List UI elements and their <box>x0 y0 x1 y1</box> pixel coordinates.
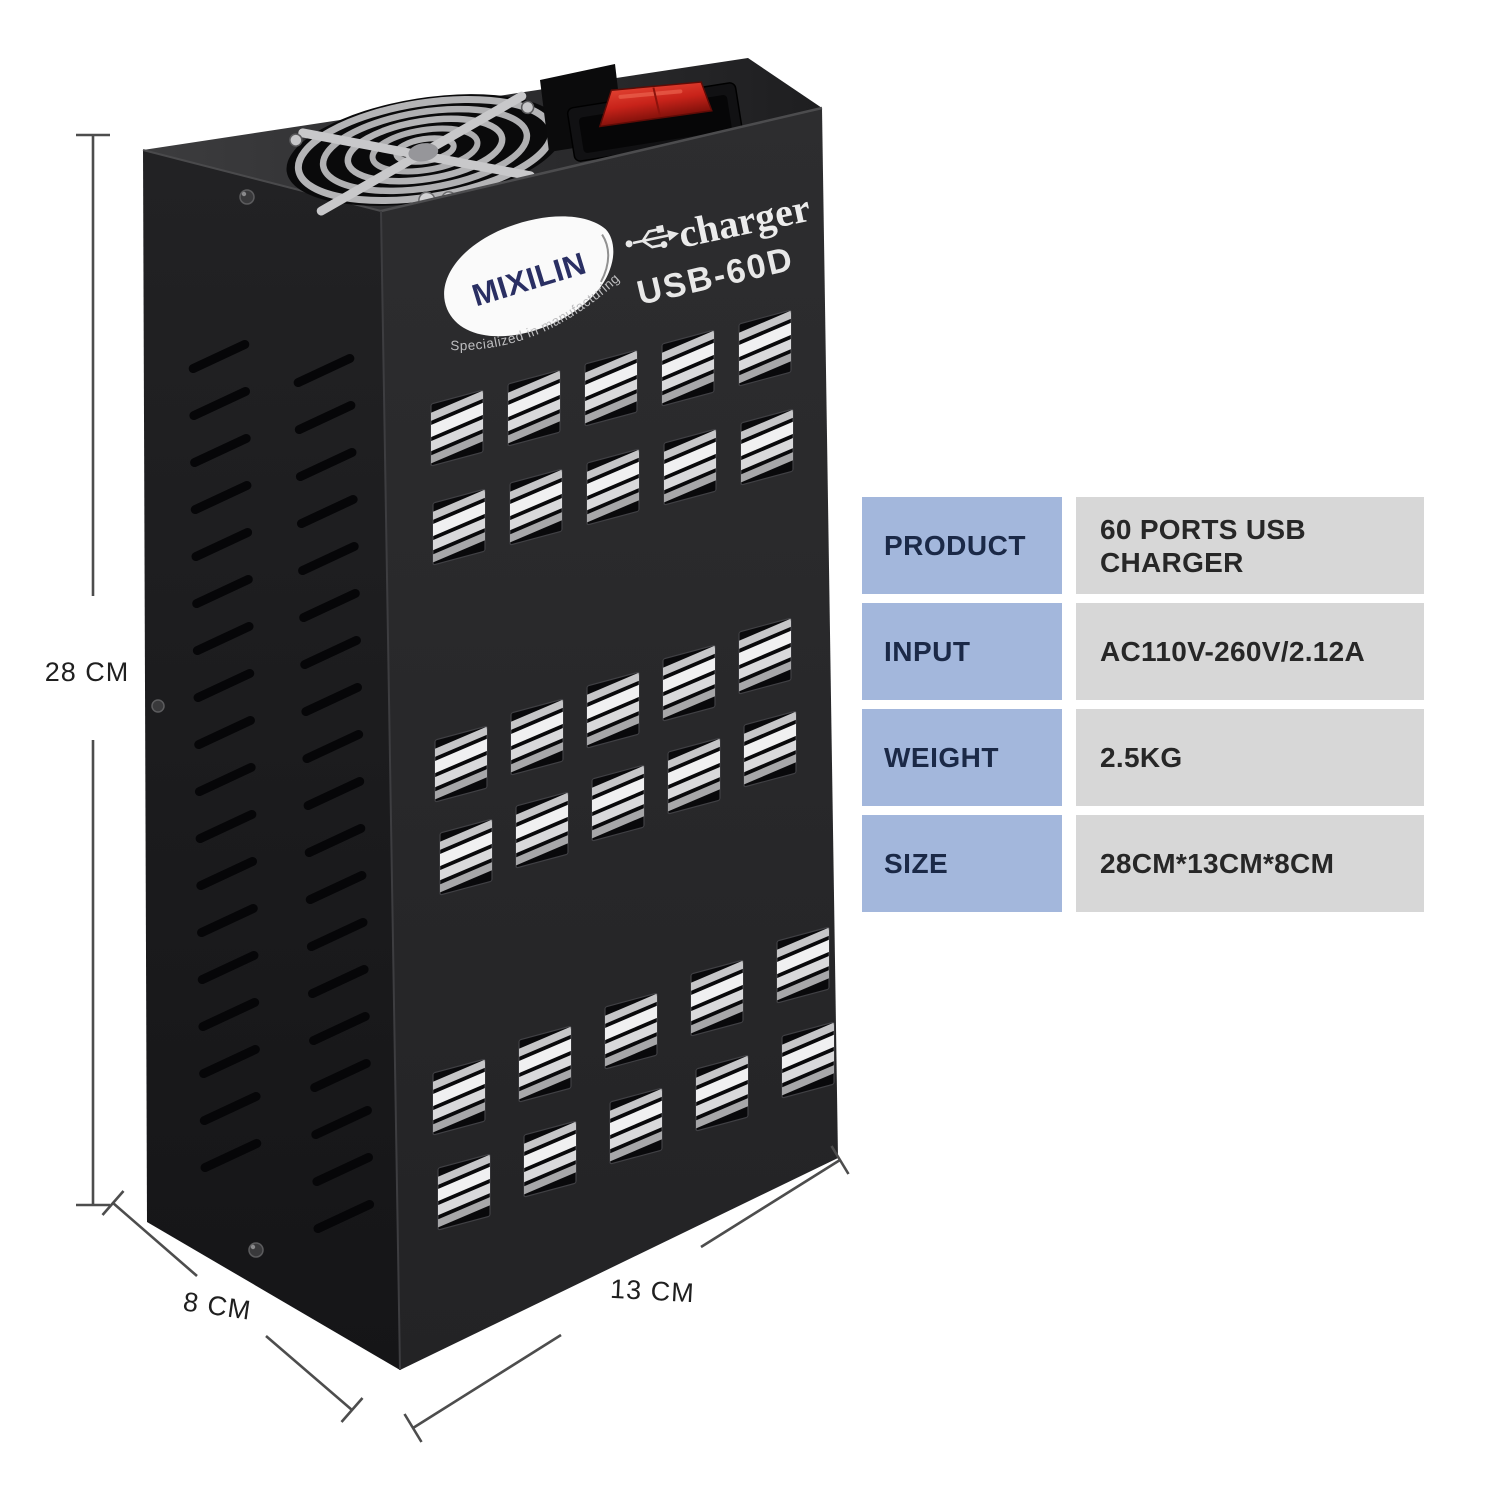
spec-row-product: PRODUCT 60 PORTS USB CHARGER <box>862 497 1424 594</box>
vent-slit <box>193 668 255 703</box>
spec-label-input: INPUT <box>862 603 1062 700</box>
spec-row-size: SIZE 28CM*13CM*8CM <box>862 815 1424 912</box>
power-switch <box>540 64 744 162</box>
vent-slit <box>199 1091 261 1126</box>
vent-slit <box>293 353 355 388</box>
usb-port-block <box>740 408 794 486</box>
usb-port-block <box>609 1087 663 1165</box>
spec-value-weight: 2.5KG <box>1076 709 1424 806</box>
vent-slit <box>303 776 365 811</box>
usb-port-block <box>662 644 716 722</box>
vent-slit <box>295 447 357 482</box>
width-dimension-label: 13 CM <box>609 1274 695 1308</box>
vent-slit <box>188 339 250 374</box>
usb-port-block <box>690 959 744 1037</box>
usb-port-block <box>509 468 563 546</box>
usb-port-block <box>591 764 645 842</box>
vent-slit <box>189 386 251 421</box>
vent-slit <box>312 1152 374 1187</box>
vent-slit <box>311 1105 372 1140</box>
spec-value-product: 60 PORTS USB CHARGER <box>1076 497 1424 594</box>
usb-port-block <box>434 725 488 803</box>
usb-port-block <box>510 698 564 776</box>
usb-port-block <box>507 369 561 447</box>
usb-port-block <box>695 1054 749 1132</box>
vent-slit <box>302 729 364 764</box>
power-switch-rocker <box>598 81 713 128</box>
usb-port-block <box>661 329 715 407</box>
vent-slit <box>197 950 259 985</box>
vent-slit <box>200 1138 262 1173</box>
usb-port-block <box>776 926 830 1004</box>
spec-table: PRODUCT 60 PORTS USB CHARGER INPUT AC110… <box>862 497 1424 921</box>
vent-slit <box>305 870 367 905</box>
usb-port-block <box>738 309 792 387</box>
spec-label-weight: WEIGHT <box>862 709 1062 806</box>
usb-trident-icon <box>625 224 679 249</box>
vent-slit <box>194 762 256 797</box>
vent-slit <box>194 715 255 750</box>
spec-value-input: AC110V-260V/2.12A <box>1076 603 1424 700</box>
spec-label-product: PRODUCT <box>862 497 1062 594</box>
vent-slit <box>199 1044 260 1079</box>
usb-port-block <box>663 428 717 506</box>
dimension-lines <box>76 133 850 1443</box>
vent-slit <box>301 682 363 717</box>
vent-slit <box>192 574 253 609</box>
usb-port-block <box>584 349 638 427</box>
vent-slit <box>192 621 254 656</box>
spec-row-weight: WEIGHT 2.5KG <box>862 709 1424 806</box>
vent-slit <box>299 588 360 623</box>
usb-port-block <box>432 1058 486 1136</box>
height-dimension-label: 28 CM <box>45 657 130 687</box>
vent-slit <box>306 917 368 952</box>
vent-slit <box>296 494 358 529</box>
vent-slit <box>196 856 258 891</box>
vent-slit <box>195 809 257 844</box>
vent-slit <box>294 400 356 435</box>
panel-screws <box>151 189 264 1258</box>
vent-slit <box>190 433 251 468</box>
usb-port-block <box>743 710 797 788</box>
spec-label-size: SIZE <box>862 815 1062 912</box>
usb-port-block <box>432 488 486 566</box>
spec-value-size: 28CM*13CM*8CM <box>1076 815 1424 912</box>
usb-port-block <box>781 1021 835 1099</box>
front-top-edge <box>380 106 823 213</box>
usb-port-block <box>523 1120 577 1198</box>
vent-slit <box>310 1058 371 1093</box>
usb-port-block <box>430 389 484 467</box>
vent-slit <box>298 541 359 576</box>
usb-port-block <box>586 671 640 749</box>
vent-slots <box>188 339 375 1234</box>
usb-port-grid <box>430 309 835 1231</box>
vent-slit <box>197 903 258 938</box>
vent-slit <box>313 1199 375 1234</box>
usb-port-block <box>437 1153 491 1231</box>
device-left-panel <box>143 150 400 1370</box>
usb-port-block <box>439 818 493 896</box>
cooling-fan-icon <box>286 91 564 216</box>
spec-row-input: INPUT AC110V-260V/2.12A <box>862 603 1424 700</box>
vent-slit <box>307 964 369 999</box>
vent-slit <box>190 480 252 515</box>
front-left-edge <box>380 210 401 1371</box>
vent-slit <box>191 527 253 562</box>
vent-slit <box>300 635 361 670</box>
usb-port-block <box>518 1025 572 1103</box>
vent-slit <box>198 997 260 1032</box>
vent-slit <box>304 823 366 858</box>
usb-port-block <box>667 737 721 815</box>
usb-port-block <box>586 448 640 526</box>
leaf-shape-icon <box>444 216 614 337</box>
usb-port-block <box>515 791 569 869</box>
vent-slit <box>309 1011 370 1046</box>
usb-port-block <box>738 617 792 695</box>
usb-port-block <box>604 992 658 1070</box>
